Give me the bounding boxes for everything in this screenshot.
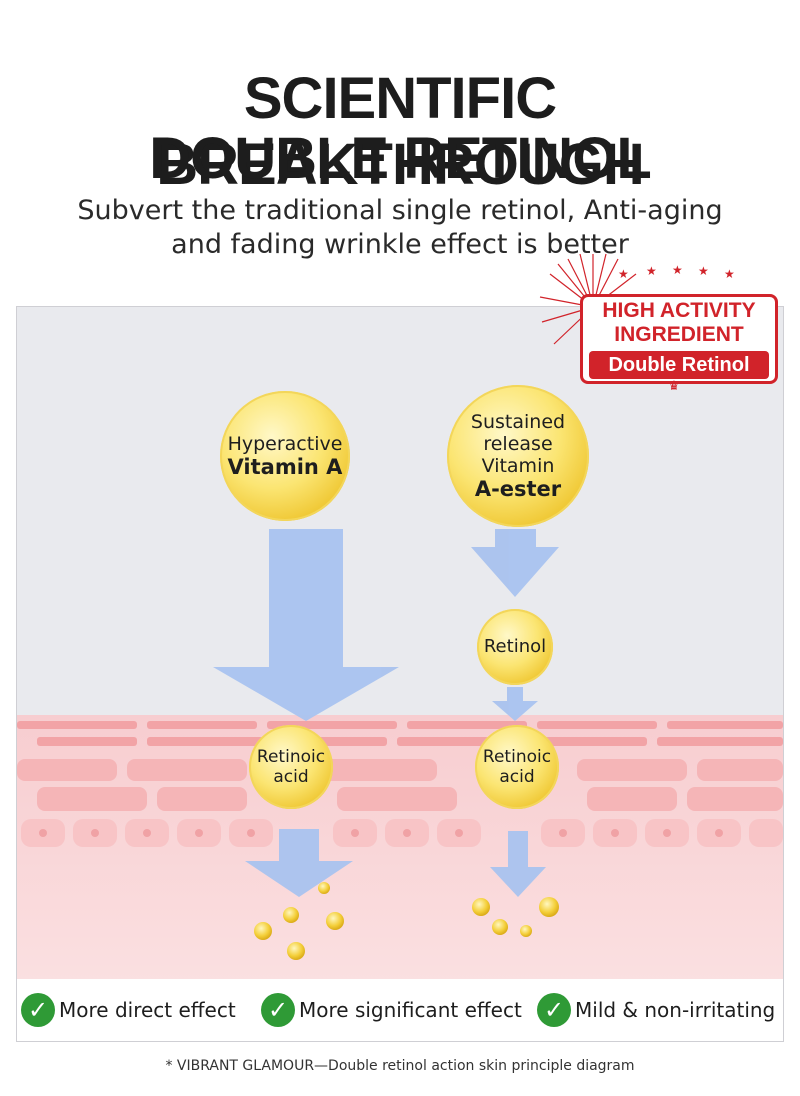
high-activity-badge: HIGH ACTIVITY INGREDIENT Double Retinol: [580, 294, 778, 384]
benefit-label: More significant effect: [299, 998, 522, 1022]
badge-stars: ★ ★ ★ ★ ★: [580, 262, 772, 282]
check-icon: ✓: [537, 993, 571, 1027]
ball-text-1: Hyperactive: [227, 432, 343, 455]
check-icon: ✓: [261, 993, 295, 1027]
benefit-item-significant: ✓ More significant effect: [261, 993, 522, 1027]
svg-text:★: ★: [646, 264, 657, 278]
badge-line-1: HIGH ACTIVITY: [602, 299, 756, 322]
benefit-label: More direct effect: [59, 998, 236, 1022]
ball-sustained-release-vitamin-a-ester: Sustained release Vitamin A-ester: [447, 385, 589, 527]
ball-text-1: Sustained: [470, 410, 566, 433]
benefit-label: Mild & non-irritating: [575, 998, 776, 1022]
diagram-panel: Hyperactive Vitamin A Sustained release …: [16, 306, 784, 1042]
page-title-line2: DOUBLE RETINOL: [149, 126, 652, 191]
ball-text: Retinol: [483, 636, 547, 657]
ball-text-3: Vitamin: [481, 454, 555, 477]
ball-hyperactive-vitamin-a: Hyperactive Vitamin A: [220, 391, 350, 521]
down-arrow-left-lower: [245, 829, 353, 897]
benefits-bar: ✓ More direct effect ✓ More significant …: [17, 979, 783, 1041]
droplets: [254, 882, 559, 960]
svg-text:★: ★: [618, 267, 629, 281]
badge-line-2: INGREDIENT: [614, 323, 744, 346]
ball-text-1: Retinoic: [482, 747, 552, 767]
down-arrow-right-small: [492, 687, 538, 721]
page-title-line1: SCIENTIFIC BREAKTHROUGH: [156, 66, 644, 197]
ball-text-2: acid: [273, 767, 309, 787]
subtitle-line2: and fading wrinkle effect is better: [171, 229, 629, 260]
ball-retinoic-acid-right: Retinoic acid: [475, 725, 559, 809]
ball-text-2: release: [483, 432, 553, 455]
svg-text:★: ★: [724, 267, 735, 281]
check-icon: ✓: [21, 993, 55, 1027]
ball-text-1: Retinoic: [256, 747, 326, 767]
svg-text:★: ★: [672, 263, 683, 277]
ball-text-2: Vitamin A: [227, 454, 343, 479]
benefit-item-mild: ✓ Mild & non-irritating: [537, 993, 775, 1027]
ball-text-4: A-ester: [474, 476, 562, 501]
down-arrow-right-lower: [490, 831, 546, 897]
subtitle-line1: Subvert the traditional single retinol, …: [77, 195, 723, 226]
arrows-layer: [213, 529, 559, 897]
crown-icon: ♛: [668, 379, 680, 394]
badge-line-3: Double Retinol: [589, 351, 769, 379]
down-arrow-left-large: [213, 529, 399, 721]
benefit-item-direct: ✓ More direct effect: [21, 993, 236, 1027]
ball-text-2: acid: [499, 767, 535, 787]
down-arrow-right-upper: [471, 529, 559, 597]
ball-retinol: Retinol: [477, 609, 553, 685]
ball-retinoic-acid-left: Retinoic acid: [249, 725, 333, 809]
footnote: * VIBRANT GLAMOUR—Double retinol action …: [165, 1058, 635, 1074]
svg-text:★: ★: [698, 264, 709, 278]
